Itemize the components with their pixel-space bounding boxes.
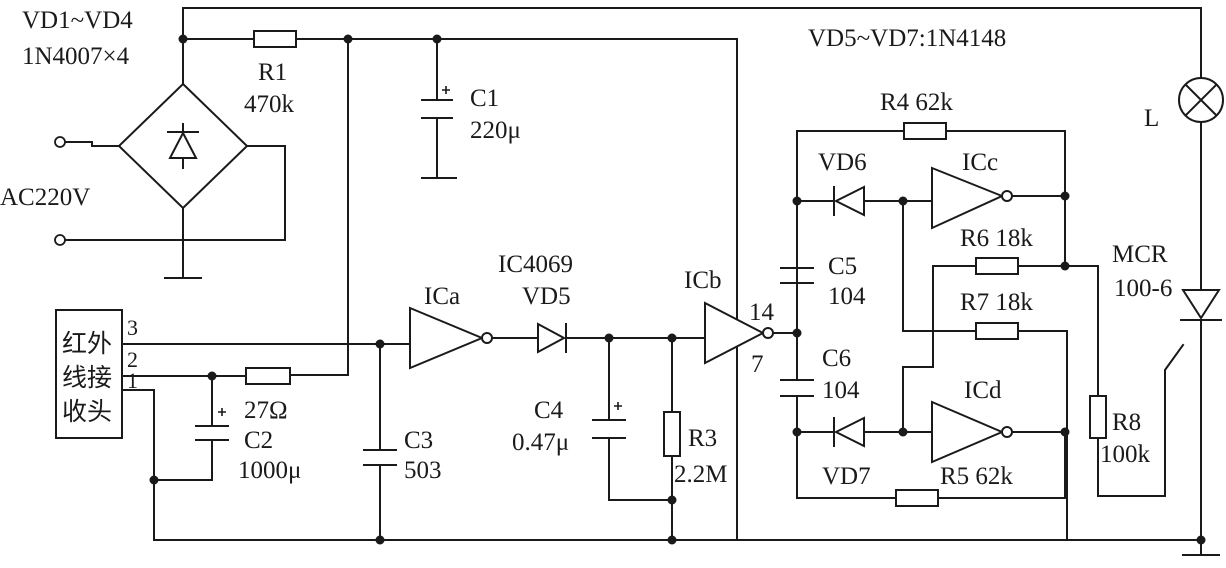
capacitor-c3 <box>363 449 397 466</box>
bridge-name-label: VD1~VD4 <box>22 7 133 34</box>
capacitor-c6 <box>780 379 814 397</box>
r3-value-label: 2.2M <box>674 461 727 488</box>
c1-value-label: 220μ <box>470 117 521 144</box>
icb-pin7-label: 7 <box>751 351 764 378</box>
bridge-part-label: 1N4007×4 <box>22 43 130 70</box>
lamp-label: L <box>1144 105 1159 132</box>
junction-dots <box>149 34 1206 545</box>
c5-value-label: 104 <box>828 283 866 310</box>
bridge-diode-symbol <box>167 123 199 169</box>
r1-name-label: R1 <box>258 59 287 86</box>
r3-name-label: R3 <box>688 425 717 452</box>
r4-label: R4 62k <box>880 89 953 116</box>
capacitor-c1 <box>421 86 453 119</box>
c6-value-label: 104 <box>822 377 860 404</box>
ir-receiver-module <box>55 309 123 439</box>
receiver-pin1-label: 1 <box>127 368 138 393</box>
c1-name-label: C1 <box>470 85 499 112</box>
icb-label: ICb <box>684 267 722 294</box>
lamp-l <box>1178 77 1224 123</box>
c5-name-label: C5 <box>828 253 857 280</box>
diode-vd7 <box>833 416 865 448</box>
c4-name-label: C4 <box>534 397 564 424</box>
resistor-r2 <box>245 367 291 385</box>
mcr-name-label: MCR <box>1112 241 1168 268</box>
receiver-pin3-label: 3 <box>127 315 138 340</box>
resistor-r3 <box>663 411 681 457</box>
r7-label: R7 18k <box>960 289 1033 316</box>
r6-label: R6 18k <box>960 225 1033 252</box>
receiver-pin2-label: 2 <box>127 347 138 372</box>
r1-value-label: 470k <box>244 91 295 118</box>
diode-vd6 <box>833 185 865 217</box>
receiver-text-line1: 红外 <box>62 329 112 358</box>
r2-value-label: 27Ω <box>244 397 288 424</box>
c3-name-label: C3 <box>404 427 433 454</box>
inverter-icc <box>931 166 1013 230</box>
resistor-r1 <box>253 30 297 48</box>
icd-label: ICd <box>964 377 1002 404</box>
capacitor-c2 <box>195 408 229 441</box>
inverter-ica <box>409 306 493 370</box>
mcr-part-label: 100-6 <box>1114 275 1172 302</box>
resistor-r4 <box>903 122 947 140</box>
c6-name-label: C6 <box>822 345 851 372</box>
vd7-label: VD7 <box>822 463 871 490</box>
c4-value-label: 0.47μ <box>512 429 569 456</box>
diode-vd5 <box>537 322 567 354</box>
receiver-text-line2: 线接 <box>62 363 112 392</box>
resistor-r7 <box>975 322 1019 340</box>
ac-input-terminals <box>54 136 66 246</box>
icb-pin14-label: 14 <box>749 299 775 326</box>
c2-value-label: 1000μ <box>238 457 301 484</box>
receiver-text-line3: 收头 <box>62 397 112 426</box>
thyristor-mcr <box>1180 289 1222 346</box>
c3-value-label: 503 <box>404 457 442 484</box>
ic-type-label: IC4069 <box>498 251 573 278</box>
wiring <box>63 7 1220 556</box>
r5-label: R5 62k <box>940 463 1013 490</box>
c2-name-label: C2 <box>244 427 273 454</box>
resistor-r5 <box>895 489 939 507</box>
resistor-r8 <box>1089 395 1107 439</box>
vd6-label: VD6 <box>818 149 867 176</box>
capacitor-c4 <box>592 402 626 439</box>
icc-label: ICc <box>962 149 998 176</box>
ac-input-label: AC220V <box>0 184 90 211</box>
r8-name-label: R8 <box>1112 409 1141 436</box>
inverter-icd <box>931 400 1013 464</box>
resistor-r6 <box>975 257 1019 275</box>
vd5-label: VD5 <box>522 283 571 310</box>
r8-value-label: 100k <box>1100 441 1151 468</box>
diode-note-label: VD5~VD7:1N4148 <box>808 25 1006 52</box>
inverter-icb <box>704 301 774 365</box>
capacitor-c5 <box>780 267 814 284</box>
ica-label: ICa <box>424 283 460 310</box>
